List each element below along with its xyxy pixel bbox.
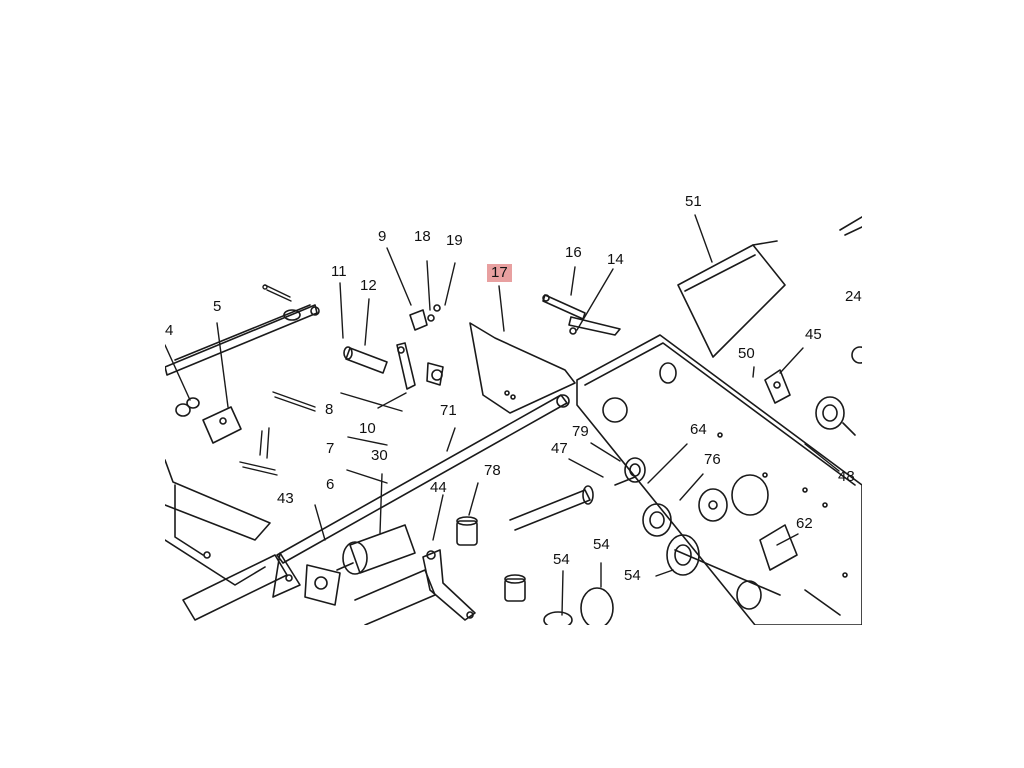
callout-9: 9 [378, 228, 387, 245]
callout-10: 10 [359, 420, 376, 437]
rods-16-14 [542, 294, 621, 336]
callout-78: 78 [484, 462, 501, 479]
parts-diagram: 9 18 19 11 12 17 16 14 51 5 24 45 50 8 1… [165, 145, 862, 625]
callout-16: 16 [565, 244, 582, 261]
callout-30: 30 [371, 447, 388, 464]
roller-shaft [456, 485, 594, 602]
callout-12: 12 [360, 277, 377, 294]
shaft-71 [272, 394, 570, 598]
callout-51: 51 [685, 193, 702, 210]
motor-30 [304, 524, 436, 625]
plate-17 [469, 322, 576, 414]
callout-45: 45 [805, 326, 822, 343]
drive-components [614, 457, 769, 537]
pins-group [239, 284, 316, 476]
callout-48: 48 [838, 468, 855, 485]
callout-44: 44 [430, 479, 447, 496]
callout-18: 18 [414, 228, 431, 245]
bracket-44 [422, 549, 476, 621]
callout-5: 5 [213, 298, 222, 315]
hopper-51 [677, 240, 786, 358]
callout-11: 11 [331, 263, 347, 280]
callout-17-highlighted: 17 [487, 264, 512, 282]
callout-leaders [165, 214, 840, 616]
callout-71: 71 [440, 402, 457, 419]
callout-24: 24 [845, 288, 862, 305]
part-24 [839, 216, 862, 364]
gears-54 [543, 534, 700, 625]
callout-4: 4 [165, 322, 174, 339]
callout-54-a: 54 [553, 551, 570, 568]
callout-54-b: 54 [593, 536, 610, 553]
callout-14: 14 [607, 251, 624, 268]
callout-50: 50 [738, 345, 755, 362]
bracket-5 [175, 397, 242, 444]
callout-62: 62 [796, 515, 813, 532]
callout-7: 7 [326, 440, 335, 457]
callout-8: 8 [325, 401, 334, 418]
callout-64: 64 [690, 421, 707, 438]
upper-left-shaft [165, 304, 320, 376]
right-side-parts [674, 369, 856, 616]
callout-76: 76 [704, 451, 721, 468]
diagram-linework [165, 214, 862, 625]
callout-54-c: 54 [624, 567, 641, 584]
rod-and-link [343, 304, 444, 390]
callout-6: 6 [326, 476, 335, 493]
lower-left-plate [165, 459, 288, 621]
callout-19: 19 [446, 232, 463, 249]
main-frame-plate [576, 334, 862, 625]
callout-47: 47 [551, 440, 568, 457]
callout-43: 43 [277, 490, 294, 507]
callout-79: 79 [572, 423, 589, 440]
